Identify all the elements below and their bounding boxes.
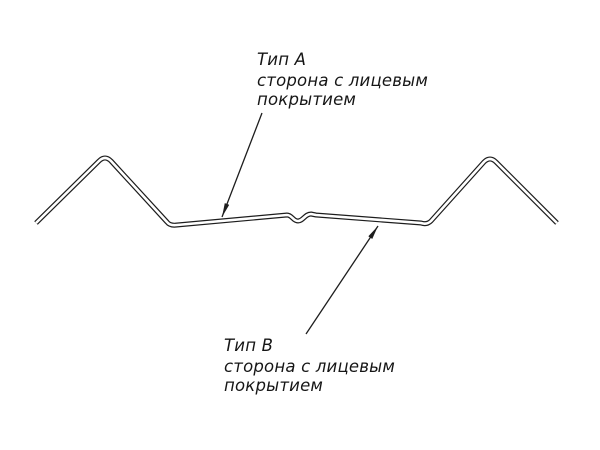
label-type-b-line2: покрытием [224, 376, 324, 395]
label-type-b-line1: сторона с лицевым [224, 356, 396, 376]
label-type-a-line1: сторона с лицевым [257, 70, 429, 90]
label-type-b: Тип B сторона с лицевым покрытием [224, 336, 395, 396]
profile-cross-section [34, 155, 559, 228]
label-type-a: Тип A сторона с лицевым покрытием [257, 50, 428, 110]
leader-line-type-b [305, 225, 379, 335]
label-type-b-title: Тип B [224, 336, 274, 355]
leader-line-type-a [221, 112, 263, 218]
label-type-a-line2: покрытием [257, 90, 357, 109]
label-type-a-title: Тип A [257, 50, 307, 69]
